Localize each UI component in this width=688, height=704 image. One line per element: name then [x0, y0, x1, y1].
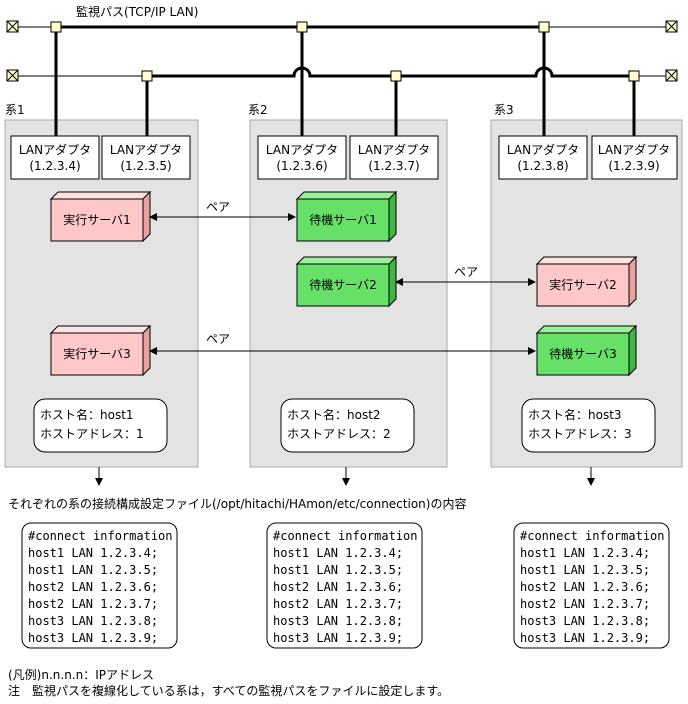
config-line: host3 LAN 1.2.3.9;	[28, 631, 158, 645]
lan-adapter: LANアダプタ (1.2.3.6)	[257, 135, 347, 180]
config-line: host1 LAN 1.2.3.5;	[273, 563, 403, 577]
host-address: ホストアドレス：2	[287, 427, 391, 441]
config-line: #connect information	[273, 529, 418, 543]
pair-label: ペア	[206, 200, 230, 214]
lan-adapter: LANアダプタ (1.2.3.4)	[10, 135, 100, 180]
config-line: host2 LAN 1.2.3.7;	[28, 597, 158, 611]
config-line: host1 LAN 1.2.3.4;	[273, 546, 403, 560]
lan-adapter: LANアダプタ (1.2.3.9)	[591, 135, 678, 180]
config-line: host3 LAN 1.2.3.8;	[273, 614, 403, 628]
monitor-path-label: 監視パス(TCP/IP LAN)	[76, 4, 198, 19]
host-info: ホスト名：host2 ホストアドレス：2	[280, 398, 415, 453]
active-server-box: 実行サーバ1	[49, 190, 152, 243]
config-line: host3 LAN 1.2.3.8;	[520, 614, 650, 628]
host-name: ホスト名：host1	[40, 407, 134, 422]
standby-server-box: 待機サーバ2	[295, 255, 398, 308]
server-label: 待機サーバ1	[309, 212, 377, 227]
down-arrows	[95, 467, 595, 486]
system-label-2: 系2	[248, 103, 268, 117]
pair-arrows	[149, 213, 536, 355]
tap-connector	[628, 70, 640, 82]
system-label-3: 系3	[494, 103, 514, 117]
terminator-icons	[6, 20, 678, 82]
adapter-ip: (1.2.3.6)	[276, 159, 327, 173]
config-line: host1 LAN 1.2.3.4;	[520, 546, 650, 560]
config-file-box: #connect information host1 LAN 1.2.3.4; …	[266, 522, 423, 649]
server-label: 待機サーバ3	[549, 346, 617, 361]
adapter-ip: (1.2.3.8)	[517, 159, 568, 173]
pair-label: ペア	[454, 265, 478, 279]
config-caption: それぞれの系の接続構成設定ファイル(/opt/hitachi/HAmon/etc…	[8, 496, 466, 511]
tap-connector	[141, 70, 153, 82]
config-line: host3 LAN 1.2.3.9;	[273, 631, 403, 645]
config-line: #connect information	[28, 529, 173, 543]
config-line: host2 LAN 1.2.3.6;	[520, 580, 650, 594]
adapter-ip: (1.2.3.9)	[608, 159, 659, 173]
config-line: host3 LAN 1.2.3.8;	[28, 614, 158, 628]
config-file-box: #connect information host1 LAN 1.2.3.4; …	[513, 522, 670, 649]
host-info: ホスト名：host1 ホストアドレス：1	[33, 398, 168, 453]
host-address: ホストアドレス：1	[40, 427, 144, 441]
config-line: host2 LAN 1.2.3.6;	[273, 580, 403, 594]
lan-adapter: LANアダプタ (1.2.3.8)	[498, 135, 588, 180]
host-name: ホスト名：host2	[287, 407, 381, 422]
tap-connector	[50, 21, 62, 33]
standby-server-box: 待機サーバ3	[535, 324, 638, 377]
terminator-icon	[665, 20, 678, 33]
active-server-box: 実行サーバ2	[535, 255, 638, 308]
server-label: 実行サーバ3	[63, 346, 131, 361]
tap-connector	[538, 21, 550, 33]
adapter-name: LANアダプタ	[266, 142, 338, 157]
terminator-icon	[6, 69, 19, 82]
pair-label: ペア	[206, 332, 230, 346]
host-name: ホスト名：host3	[528, 407, 622, 422]
server-label: 実行サーバ2	[549, 277, 617, 292]
adapter-name: LANアダプタ	[598, 142, 670, 157]
config-line: host1 LAN 1.2.3.5;	[520, 563, 650, 577]
config-line: host1 LAN 1.2.3.4;	[28, 546, 158, 560]
config-line: #connect information	[520, 529, 665, 543]
adapter-ip: (1.2.3.5)	[120, 159, 171, 173]
tap-connector	[296, 21, 308, 33]
adapter-ip: (1.2.3.7)	[368, 159, 419, 173]
terminator-icon	[665, 69, 678, 82]
host-info: ホスト名：host3 ホストアドレス：3	[521, 398, 656, 453]
note: 注 監視パスを複線化している系は，すべての監視パスをファイルに設定します。	[8, 683, 449, 698]
system-label-1: 系1	[5, 103, 25, 117]
legend: (凡例)n.n.n.n：IPアドレス	[8, 668, 154, 682]
terminator-icon	[6, 20, 19, 33]
standby-server-box: 待機サーバ1	[295, 190, 398, 243]
config-file-box: #connect information host1 LAN 1.2.3.4; …	[21, 522, 178, 649]
adapter-ip: (1.2.3.4)	[29, 159, 80, 173]
tap-connectors	[50, 21, 640, 82]
lan-adapter: LANアダプタ (1.2.3.7)	[349, 135, 439, 180]
server-label: 待機サーバ2	[309, 277, 377, 292]
adapter-name: LANアダプタ	[358, 142, 430, 157]
tap-connector	[390, 70, 402, 82]
adapter-name: LANアダプタ	[110, 142, 182, 157]
lan-adapter: LANアダプタ (1.2.3.5)	[101, 135, 191, 180]
server-label: 実行サーバ1	[63, 212, 131, 227]
config-line: host2 LAN 1.2.3.7;	[520, 597, 650, 611]
config-line: host3 LAN 1.2.3.9;	[520, 631, 650, 645]
adapter-name: LANアダプタ	[507, 142, 579, 157]
host-address: ホストアドレス：3	[528, 427, 632, 441]
config-line: host1 LAN 1.2.3.5;	[28, 563, 158, 577]
config-line: host2 LAN 1.2.3.7;	[273, 597, 403, 611]
adapter-name: LANアダプタ	[19, 142, 91, 157]
config-line: host2 LAN 1.2.3.6;	[28, 580, 158, 594]
active-server-box: 実行サーバ3	[49, 324, 152, 377]
